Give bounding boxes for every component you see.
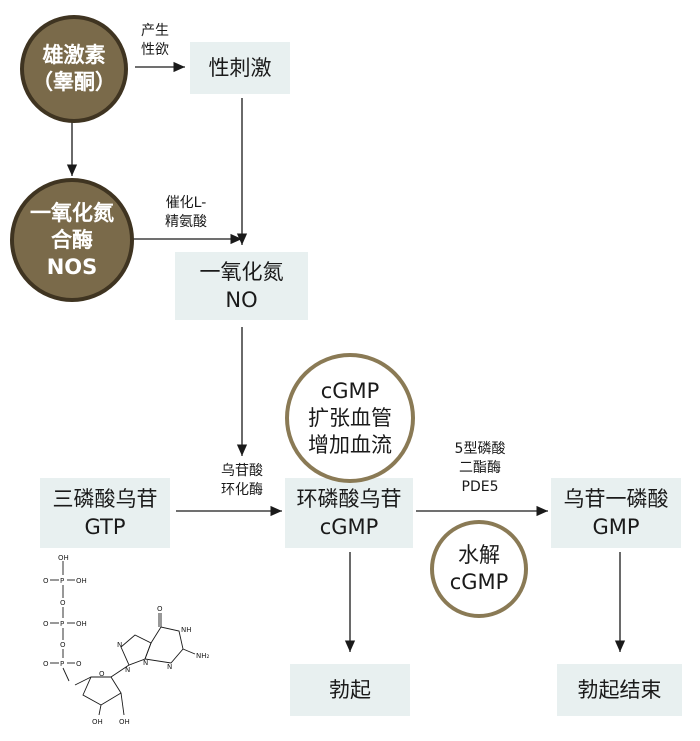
gtp-line-2: GTP (84, 515, 126, 539)
nos-line-2: 合酶 (51, 227, 93, 252)
label-gc-2: 环化酶 (221, 482, 263, 498)
atom-o-top: O (157, 605, 163, 613)
label-catalyze-2: 精氨酸 (165, 214, 207, 230)
androgen-line-1: 雄激素 (42, 43, 106, 67)
nos-circle: 一氧化氮 合酶 NOS (10, 178, 134, 302)
vasodilation-line-2: 扩张血管 (308, 405, 392, 430)
gmp-line-1: 乌苷一磷酸 (563, 487, 669, 511)
atom-n-3: N (167, 663, 172, 671)
hydrolysis-line-2: cGMP (449, 570, 509, 594)
atom-o-4: O (60, 641, 66, 649)
label-pde5-1: 5型磷酸 (454, 441, 506, 457)
gmp-line-2: GMP (592, 515, 640, 539)
label-pde5-2: 二酯酶 (459, 460, 501, 476)
erection-label: 勃起 (329, 678, 371, 702)
gtp-molecule-structure: OH O P OH O O P OH O O P O O N N N N NH … (43, 555, 210, 726)
gmp-box: 乌苷一磷酸 GMP (551, 478, 681, 548)
atom-oh-3: OH (76, 620, 87, 628)
atom-n-4: N (143, 659, 148, 667)
hydrolysis-line-1: 水解 (458, 543, 500, 567)
cgmp-line-2: cGMP (319, 515, 379, 539)
libido-box: 性刺激 (190, 42, 290, 94)
cgmp-line-1: 环磷酸乌苷 (296, 487, 402, 511)
atom-o-2: O (60, 599, 66, 607)
cgmp-box: 环磷酸乌苷 cGMP (285, 478, 413, 548)
androgen-circle: 雄激素 （睾酮） (20, 15, 128, 123)
atom-p-2: P (60, 620, 64, 628)
no-line-2: NO (225, 288, 258, 312)
vasodilation-circle: cGMP 扩张血管 增加血流 (285, 353, 415, 483)
label-catalyze-1: 催化L- (165, 195, 207, 211)
nos-line-1: 一氧化氮 (30, 200, 114, 225)
label-pde5-3: PDE5 (461, 479, 499, 495)
vasodilation-line-3: 增加血流 (308, 432, 392, 457)
hydrolysis-circle: 水解 cGMP (430, 520, 528, 618)
atom-o-6: O (76, 660, 82, 668)
label-gc: 乌苷酸 环化酶 (206, 462, 278, 500)
atom-o-5: O (43, 660, 49, 668)
atom-oh-4: OH (92, 718, 103, 726)
label-produce-libido-1: 产生 (141, 23, 169, 39)
label-catalyze: 催化L- 精氨酸 (150, 194, 222, 232)
atom-oh-2: OH (76, 577, 87, 585)
atom-p-3: P (60, 660, 64, 668)
no-line-1: 一氧化氮 (199, 260, 284, 284)
atom-p-1: P (60, 577, 64, 585)
atom-oh-1: OH (58, 555, 69, 562)
atom-o-1: O (43, 577, 49, 585)
label-gc-1: 乌苷酸 (221, 463, 263, 479)
atom-o-3: O (43, 620, 49, 628)
no-box: 一氧化氮 NO (175, 252, 308, 320)
atom-n-2: N (117, 641, 122, 649)
nos-line-3: NOS (46, 254, 98, 279)
atom-n-1: N (125, 666, 130, 674)
atom-oh-5: OH (119, 718, 130, 726)
atom-nh: NH (181, 626, 192, 634)
erection-box: 勃起 (290, 664, 410, 716)
vasodilation-line-1: cGMP (320, 378, 380, 403)
erection-end-box: 勃起结束 (557, 664, 682, 716)
label-produce-libido-2: 性欲 (141, 42, 169, 58)
erection-end-label: 勃起结束 (577, 678, 662, 702)
gtp-box: 三磷酸乌苷 GTP (40, 478, 170, 548)
libido-label: 性刺激 (208, 56, 272, 80)
label-produce-libido: 产生 性欲 (130, 22, 180, 60)
gtp-line-1: 三磷酸乌苷 (52, 487, 158, 511)
atom-o-7: O (99, 670, 105, 678)
androgen-line-2: （睾酮） (32, 70, 116, 94)
label-pde5: 5型磷酸 二酯酶 PDE5 (440, 440, 520, 497)
atom-nh2: NH₂ (196, 652, 210, 660)
